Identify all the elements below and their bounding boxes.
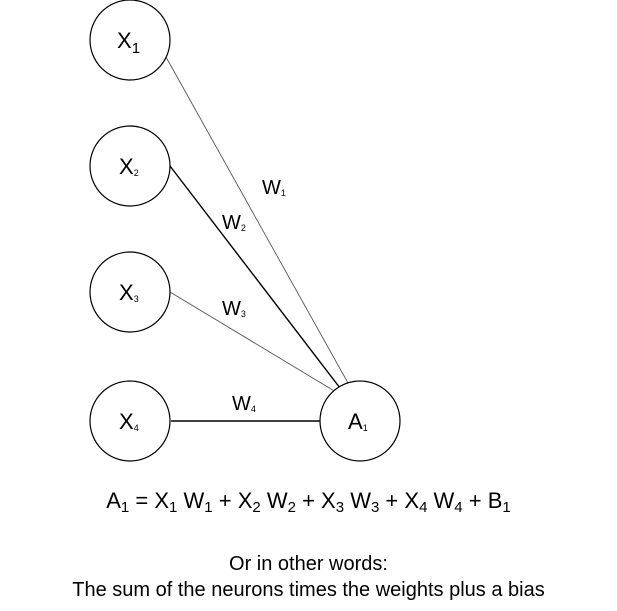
- caption-intro: Or in other words:: [229, 553, 388, 575]
- edge-x3-a1: [169, 291, 337, 393]
- eq-plus: +: [379, 488, 405, 513]
- eq-plus: +: [212, 488, 238, 513]
- eq-term-3: X3 W3: [321, 488, 380, 516]
- neuron-x1: X1: [89, 0, 171, 81]
- eq-term-4: X4 W4: [404, 488, 463, 516]
- neuron-x2: X2: [89, 125, 171, 207]
- neuron-x1-sub: 1: [132, 40, 140, 57]
- edge-x2-a1: [169, 165, 341, 389]
- neuron-x2-sub: 2: [134, 168, 139, 178]
- neuron-x3-base: X: [119, 280, 134, 305]
- neuron-x2-base: X: [119, 154, 134, 179]
- svg-text:X1: X1: [117, 28, 140, 57]
- svg-text:X2: X2: [119, 154, 139, 179]
- svg-text:X3: X3: [119, 280, 139, 305]
- eq-plus: +: [462, 488, 488, 513]
- neuron-x4-sub: 4: [134, 423, 139, 433]
- svg-text:A1: A1: [348, 409, 368, 434]
- eq-bias: B1: [487, 488, 511, 516]
- eq-equals: =: [129, 488, 155, 513]
- activation-equation: A1 = X1 W1 + X2 W2 + X3 W3 + X4 W4 + B1: [0, 488, 617, 516]
- neuron-x4: X4: [89, 380, 171, 462]
- neuron-x3: X3: [89, 251, 171, 333]
- neuron-a1-sub: 1: [363, 423, 368, 433]
- weight-label-w2: W2: [222, 212, 246, 234]
- neuron-x1-base: X: [117, 28, 132, 53]
- neuron-a1: A1: [319, 380, 401, 462]
- eq-term-1: X1 W1: [154, 488, 213, 516]
- edge-x1-a1: [165, 56, 349, 384]
- neuron-x3-sub: 3: [134, 294, 139, 304]
- weight-label-w4: W4: [232, 393, 256, 415]
- weight-label-w1: W1: [262, 177, 286, 199]
- caption-explanation: The sum of the neurons times the weights…: [72, 579, 545, 601]
- neuron-x4-base: X: [119, 409, 134, 434]
- eq-lhs: A1: [106, 488, 130, 516]
- eq-plus: +: [295, 488, 322, 513]
- neuron-a1-base: A: [348, 409, 363, 434]
- eq-term-2: X2 W2: [237, 488, 296, 516]
- svg-text:X4: X4: [119, 409, 139, 434]
- weight-label-w3: W3: [222, 298, 246, 320]
